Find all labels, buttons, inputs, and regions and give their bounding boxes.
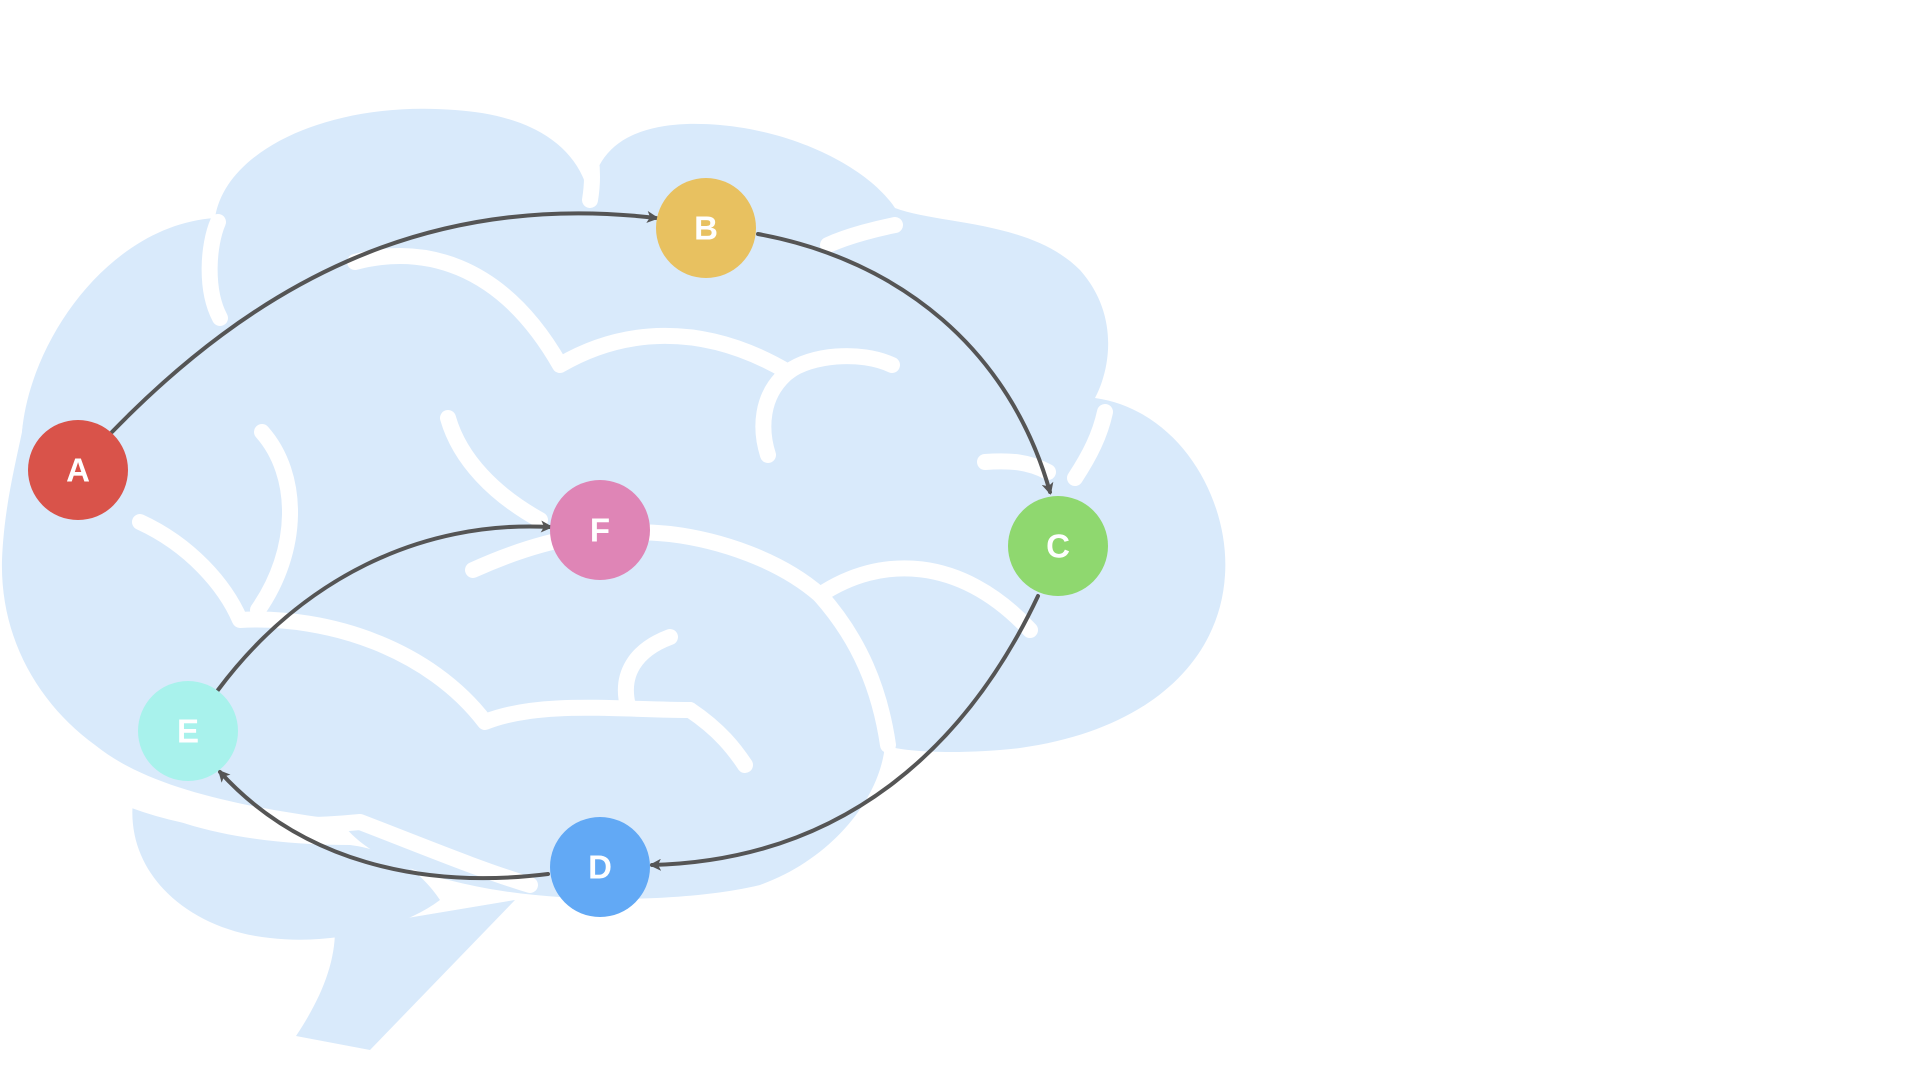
node-label: B bbox=[694, 210, 718, 247]
edges bbox=[110, 210, 1054, 881]
frontal-fold-shape bbox=[22, 218, 220, 432]
sulcus bbox=[201, 214, 228, 326]
node-f: F bbox=[550, 480, 650, 580]
node-label: F bbox=[590, 512, 610, 549]
node-label: A bbox=[66, 452, 90, 489]
sulcus bbox=[465, 524, 828, 603]
sulcus bbox=[812, 587, 896, 753]
sulcus bbox=[132, 514, 698, 730]
node-circle bbox=[656, 178, 756, 278]
sulcus bbox=[755, 364, 796, 463]
sulcus bbox=[682, 702, 753, 773]
sulcus bbox=[812, 560, 1038, 638]
sulcus bbox=[574, 122, 600, 208]
sulcus bbox=[440, 410, 548, 528]
nodes: A B C D E F bbox=[28, 178, 1108, 917]
edge-b-to-c bbox=[756, 232, 1054, 495]
node-circle bbox=[28, 420, 128, 520]
node-label: D bbox=[588, 849, 612, 886]
sulcus bbox=[347, 248, 796, 380]
sulcus bbox=[125, 792, 538, 893]
node-e: E bbox=[138, 681, 238, 781]
cerebellum-shape bbox=[132, 800, 441, 940]
node-d: D bbox=[550, 817, 650, 917]
edge-e-to-f bbox=[216, 520, 553, 692]
edge-c-to-d bbox=[649, 594, 1040, 871]
node-a: A bbox=[28, 420, 128, 520]
node-circle bbox=[138, 681, 238, 781]
node-c: C bbox=[1008, 496, 1108, 596]
node-b: B bbox=[656, 178, 756, 278]
node-circle bbox=[1008, 496, 1108, 596]
sulcus bbox=[1067, 404, 1113, 486]
brain-stem-shape bbox=[296, 900, 515, 1050]
sulcus bbox=[250, 424, 298, 618]
edge-d-to-e bbox=[217, 769, 550, 881]
node-circle bbox=[550, 817, 650, 917]
sulcus bbox=[820, 217, 903, 253]
node-label: E bbox=[177, 713, 199, 750]
node-circle bbox=[550, 480, 650, 580]
sulcus bbox=[780, 348, 900, 380]
node-label: C bbox=[1046, 528, 1070, 565]
edge-a-to-b bbox=[110, 210, 659, 434]
sulcus bbox=[617, 629, 678, 714]
